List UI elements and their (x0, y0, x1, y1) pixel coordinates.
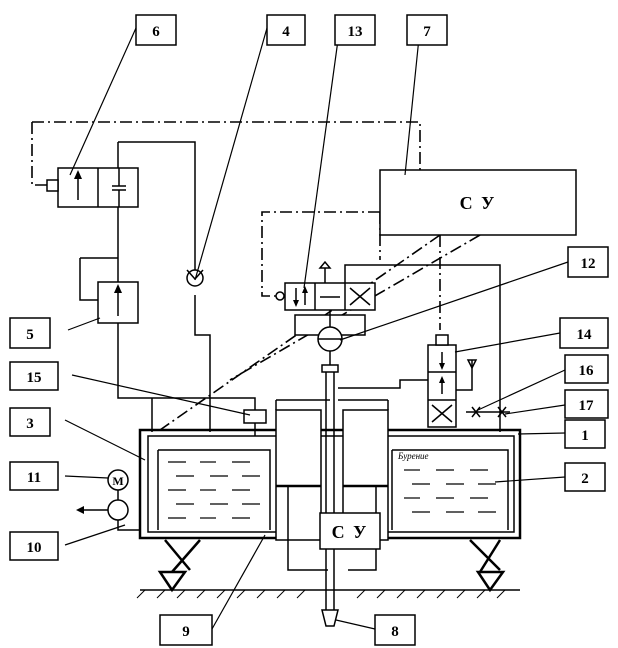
label-6: 6 (152, 24, 160, 40)
label-2: 2 (581, 471, 589, 487)
label-13: 13 (348, 24, 363, 40)
label-1: 1 (581, 428, 589, 444)
label-12: 12 (581, 256, 596, 272)
label-15: 15 (27, 370, 42, 386)
label-9: 9 (182, 624, 190, 640)
valve-6 (47, 168, 138, 207)
label-7: 7 (423, 24, 431, 40)
hydromotor-12 (295, 310, 365, 372)
tank-inscription: Бурение (397, 451, 429, 461)
label-8: 8 (391, 624, 399, 640)
label-4: 4 (282, 24, 290, 40)
label-11: 11 (27, 470, 41, 486)
label-16: 16 (579, 363, 595, 379)
motor-letter: М (112, 474, 123, 488)
label-14: 14 (577, 327, 593, 343)
label-17: 17 (579, 398, 595, 414)
label-5: 5 (26, 327, 34, 343)
pump-motor-10-11: М (76, 470, 140, 530)
label-10: 10 (27, 540, 42, 556)
control-unit-top: С У (380, 170, 576, 235)
drill-string-8 (322, 372, 338, 626)
control-unit-bottom-text: С У (332, 522, 369, 542)
control-unit-bottom: С У (320, 513, 380, 549)
label-3: 3 (26, 416, 34, 432)
valve-5 (98, 282, 138, 323)
valve-16-17 (466, 407, 510, 417)
control-unit-top-text: С У (460, 193, 497, 213)
